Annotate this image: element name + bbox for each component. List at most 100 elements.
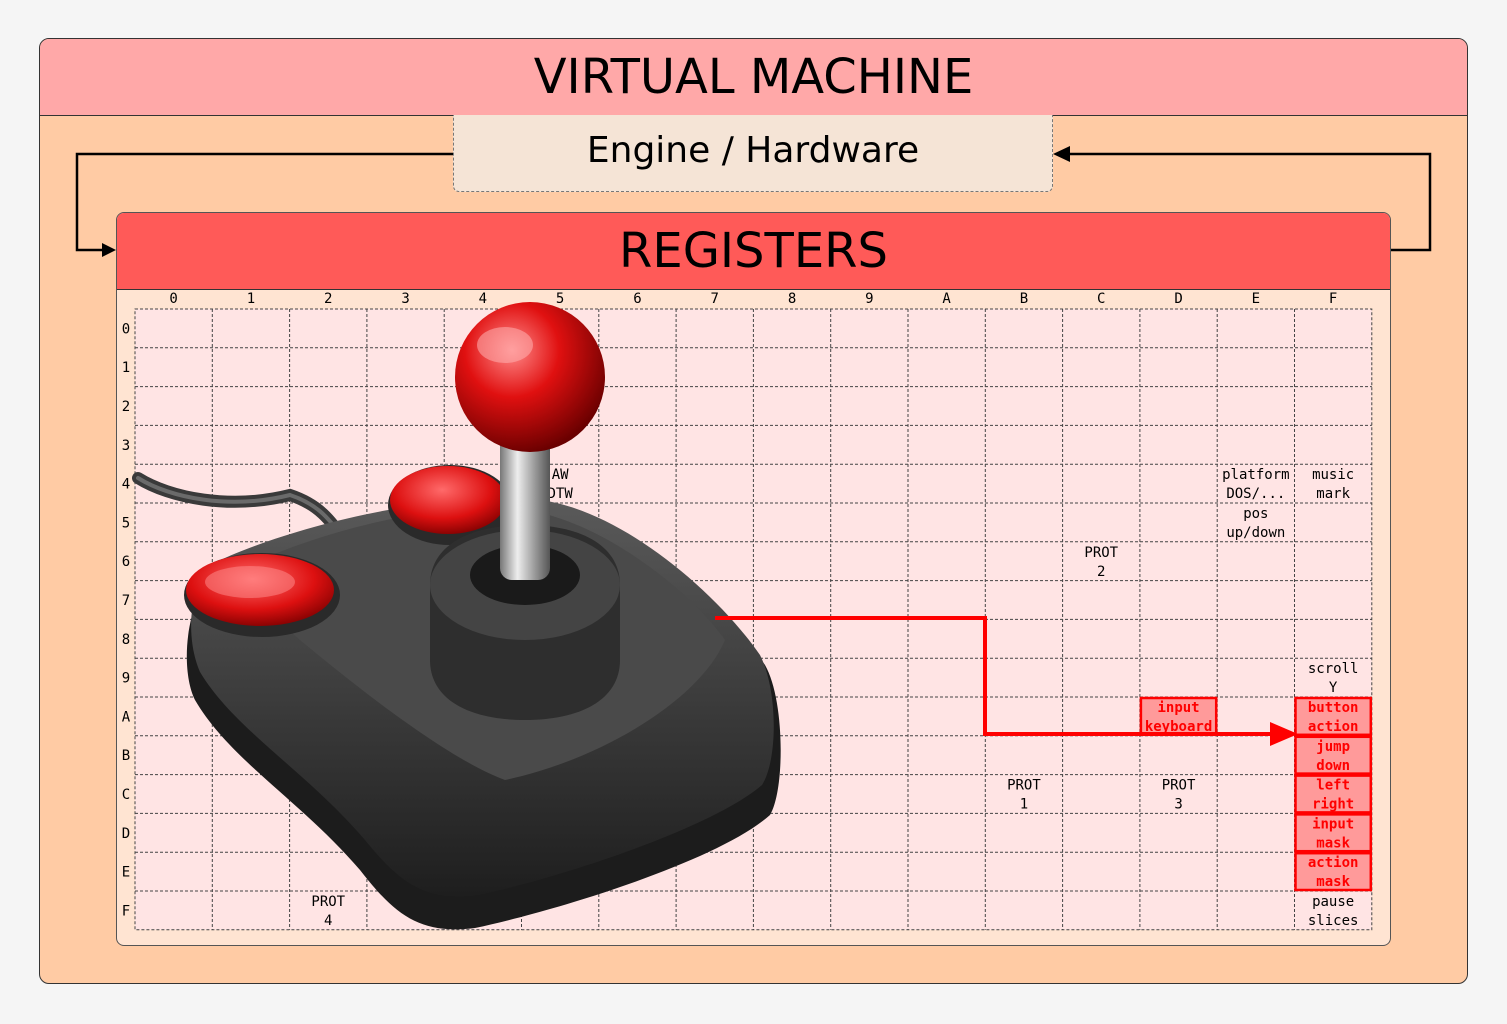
arrow-engine-to-registers [75, 152, 453, 252]
register-label: 2 [1097, 564, 1105, 580]
row-header: 9 [122, 671, 130, 687]
column-header: 3 [401, 291, 409, 307]
column-header: 1 [247, 291, 255, 307]
register-label: input [1312, 816, 1354, 832]
column-header: 5 [556, 291, 564, 307]
row-header: 8 [122, 632, 130, 648]
register-highlight [1294, 735, 1373, 775]
feedback-arrows [75, 152, 1432, 252]
column-header: F [1329, 291, 1337, 307]
arrow-registers-to-engine [1066, 152, 1432, 252]
column-header: D [1174, 291, 1182, 307]
register-label: 1 [1020, 797, 1028, 813]
column-header: A [942, 291, 951, 307]
register-label: DOS/... [1226, 486, 1285, 502]
register-cell: AW DTW [548, 467, 574, 502]
joystick-icon [132, 302, 781, 930]
register-label: pos [1243, 506, 1268, 522]
register-label: PROT [1084, 545, 1118, 561]
row-header: C [122, 787, 130, 803]
row-header: 4 [122, 477, 130, 493]
registers-title: REGISTERS [117, 213, 1390, 290]
row-header: 6 [122, 554, 130, 570]
register-cell: input mask [1294, 813, 1373, 853]
register-cell: PROT 4 [311, 894, 345, 929]
register-label: mark [1316, 486, 1350, 502]
register-label: action [1308, 719, 1359, 735]
register-cell: music mark [1312, 467, 1354, 502]
register-cell: left right [1294, 774, 1373, 814]
row-header: 1 [122, 360, 130, 376]
register-label: DTW [548, 486, 574, 502]
register-cell: jump down [1294, 735, 1373, 775]
row-header: A [122, 709, 131, 725]
column-header: 6 [633, 291, 641, 307]
register-label: up/down [1226, 525, 1285, 541]
column-header: 9 [865, 291, 873, 307]
row-header: 2 [122, 399, 130, 415]
register-label: AW [552, 467, 569, 483]
row-header: 0 [122, 321, 130, 337]
column-header: B [1020, 291, 1028, 307]
register-label: mask [1316, 835, 1350, 851]
register-label: PROT [311, 894, 345, 910]
column-headers: 0 1 2 3 4 5 6 7 8 9 A B C D E F [169, 291, 1337, 307]
register-label: right [1312, 797, 1354, 813]
row-header: 7 [122, 593, 130, 609]
column-header: 7 [711, 291, 719, 307]
row-header: D [122, 826, 130, 842]
column-header: 0 [169, 291, 177, 307]
register-label: music [1312, 467, 1354, 483]
register-cell: pause slices [1308, 894, 1359, 929]
row-header: F [122, 903, 130, 919]
register-label: PROT [1007, 778, 1041, 794]
register-label: jump [1316, 739, 1350, 755]
register-label: action [1308, 855, 1359, 871]
register-label: pause [1312, 894, 1354, 910]
register-highlight [1139, 696, 1218, 737]
row-headers: 0 1 2 3 4 5 6 7 8 9A B C D E F [122, 321, 131, 919]
vm-title: VIRTUAL MACHINE [40, 39, 1467, 116]
row-header: E [122, 865, 130, 881]
register-cell: action mask [1294, 851, 1373, 892]
row-header: 5 [122, 515, 130, 531]
arrowhead-left [102, 243, 116, 257]
register-label: slices [1308, 913, 1359, 929]
column-header: 2 [324, 291, 332, 307]
register-cell: pos up/down [1226, 506, 1285, 541]
register-label: down [1316, 758, 1350, 774]
column-header: 4 [479, 291, 487, 307]
register-label: 4 [324, 913, 332, 929]
register-label: platform [1222, 467, 1289, 483]
register-cell: PROT 2 [1084, 545, 1118, 580]
register-cell: input keyboard [1139, 696, 1218, 737]
signal-arrowhead [1270, 722, 1298, 746]
signal-path [715, 616, 1282, 736]
row-header: B [122, 748, 130, 764]
register-highlight [1294, 696, 1373, 737]
register-highlight [1294, 813, 1373, 853]
column-header: C [1097, 291, 1105, 307]
register-label: button [1308, 700, 1359, 716]
engine-hardware-box: Engine / Hardware [453, 115, 1053, 192]
column-header: 8 [788, 291, 796, 307]
register-cell: button action [1294, 696, 1373, 737]
row-header: 3 [122, 438, 130, 454]
register-label: scroll [1308, 661, 1359, 677]
register-label: Y [1329, 680, 1338, 696]
register-label: keyboard [1145, 719, 1212, 735]
arrowhead-engine [1053, 146, 1070, 162]
register-label: 3 [1174, 797, 1182, 813]
register-highlight [1294, 774, 1373, 814]
register-cell: platformDOS/... [1222, 467, 1289, 502]
register-highlight [1294, 851, 1373, 892]
column-header: E [1252, 291, 1260, 307]
register-cell: PROT 1 [1007, 778, 1041, 813]
register-label: mask [1316, 874, 1350, 890]
register-label: left [1316, 778, 1350, 794]
register-label: input [1157, 700, 1199, 716]
